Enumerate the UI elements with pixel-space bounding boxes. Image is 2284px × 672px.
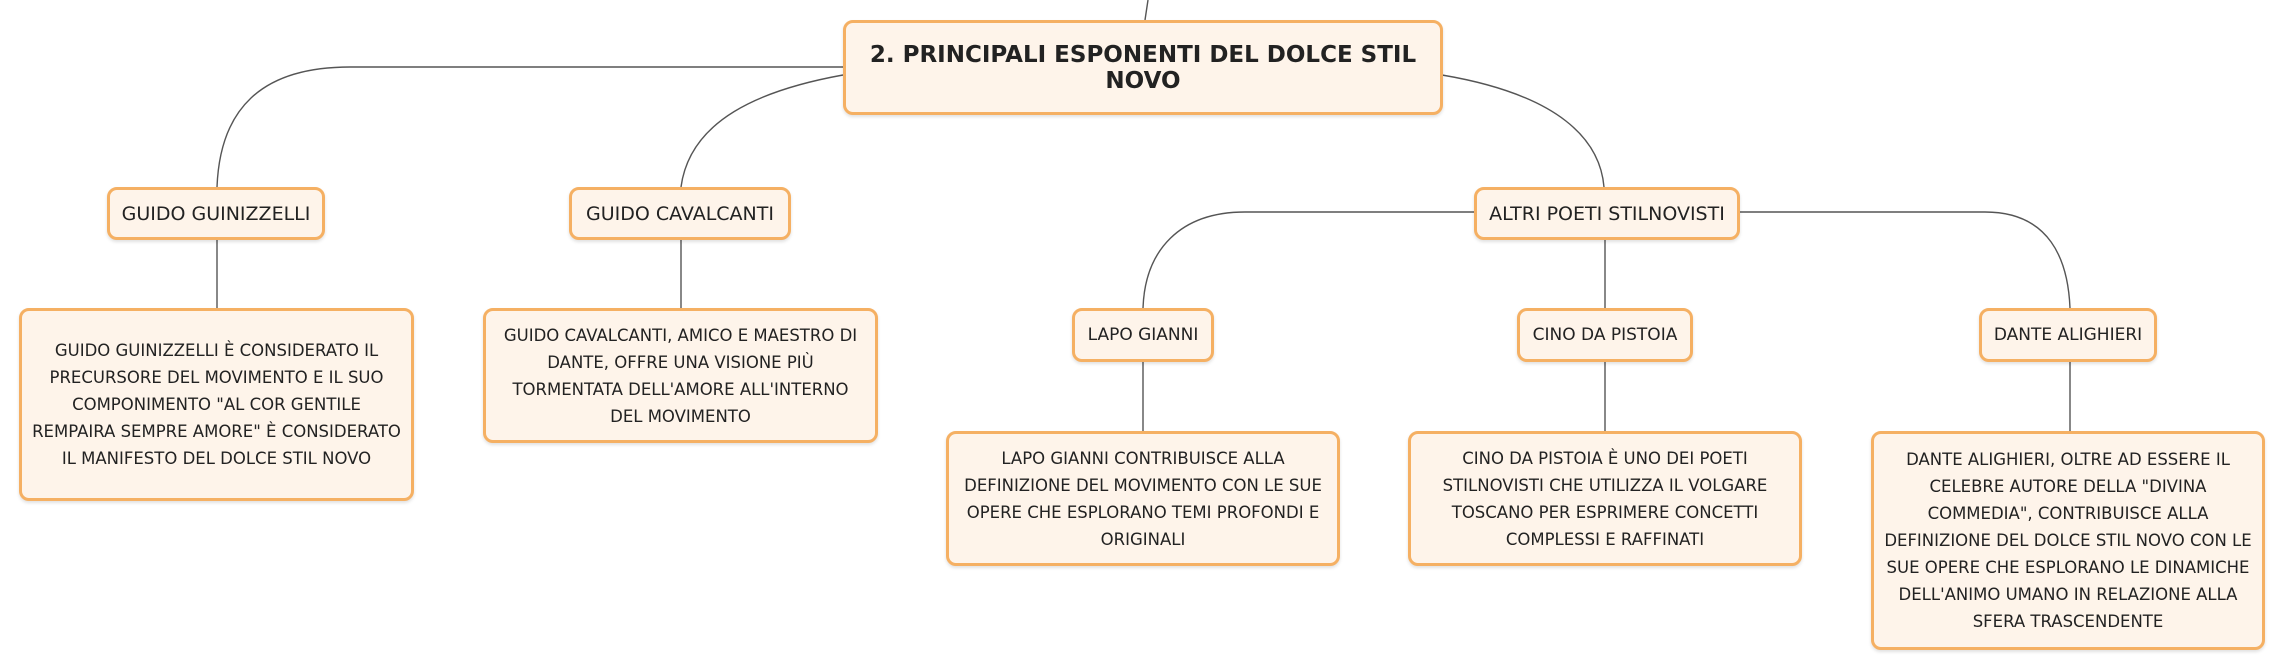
root-topic[interactable]: 2. PRINCIPALI ESPONENTI DEL DOLCE STIL N… (843, 20, 1443, 115)
connector-parent-root (1144, 0, 1149, 21)
topic-label: ALTRI POETI STILNOVISTI (1489, 202, 1725, 225)
topic-label: DANTE ALIGHIERI (1993, 325, 2143, 345)
connector-altri-dante (1740, 211, 2071, 309)
detail-guido-guinizzelli[interactable]: GUIDO GUINIZZELLI È CONSIDERATO IL PRECU… (19, 308, 414, 501)
detail-text: GUIDO CAVALCANTI, AMICO E MAESTRO DI DAN… (503, 325, 858, 426)
topic-label: CINO DA PISTOIA (1532, 325, 1678, 345)
topic-altri-poeti-stilnovisti[interactable]: ALTRI POETI STILNOVISTI (1474, 187, 1740, 240)
topic-label: GUIDO CAVALCANTI (586, 202, 774, 225)
detail-text: GUIDO GUINIZZELLI È CONSIDERATO IL PRECU… (32, 341, 401, 468)
detail-dante-alighieri[interactable]: DANTE ALIGHIERI, OLTRE AD ESSERE IL CELE… (1871, 431, 2265, 650)
topic-guido-guinizzelli[interactable]: GUIDO GUINIZZELLI (107, 187, 325, 240)
detail-text: LAPO GIANNI CONTRIBUISCE ALLA DEFINIZION… (964, 448, 1322, 549)
topic-lapo-gianni[interactable]: LAPO GIANNI (1072, 308, 1214, 362)
topic-label: GUIDO GUINIZZELLI (121, 202, 311, 225)
detail-text: CINO DA PISTOIA È UNO DEI POETI STILNOVI… (1442, 448, 1768, 549)
topic-label: LAPO GIANNI (1087, 325, 1199, 345)
topic-dante-alighieri[interactable]: DANTE ALIGHIERI (1979, 308, 2157, 362)
connector-root-altri (1441, 74, 1605, 188)
detail-cino-da-pistoia[interactable]: CINO DA PISTOIA È UNO DEI POETI STILNOVI… (1408, 431, 1802, 566)
connector-root-guinizzelli (216, 66, 843, 188)
connector-root-cavalcanti (680, 74, 844, 188)
root-topic-label: 2. PRINCIPALI ESPONENTI DEL DOLCE STIL N… (869, 41, 1417, 94)
connector-altri-lapo (1142, 211, 1474, 309)
detail-text: DANTE ALIGHIERI, OLTRE AD ESSERE IL CELE… (1884, 450, 2252, 631)
detail-guido-cavalcanti[interactable]: GUIDO CAVALCANTI, AMICO E MAESTRO DI DAN… (483, 308, 878, 443)
topic-guido-cavalcanti[interactable]: GUIDO CAVALCANTI (569, 187, 791, 240)
detail-lapo-gianni[interactable]: LAPO GIANNI CONTRIBUISCE ALLA DEFINIZION… (946, 431, 1340, 566)
topic-cino-da-pistoia[interactable]: CINO DA PISTOIA (1517, 308, 1693, 362)
